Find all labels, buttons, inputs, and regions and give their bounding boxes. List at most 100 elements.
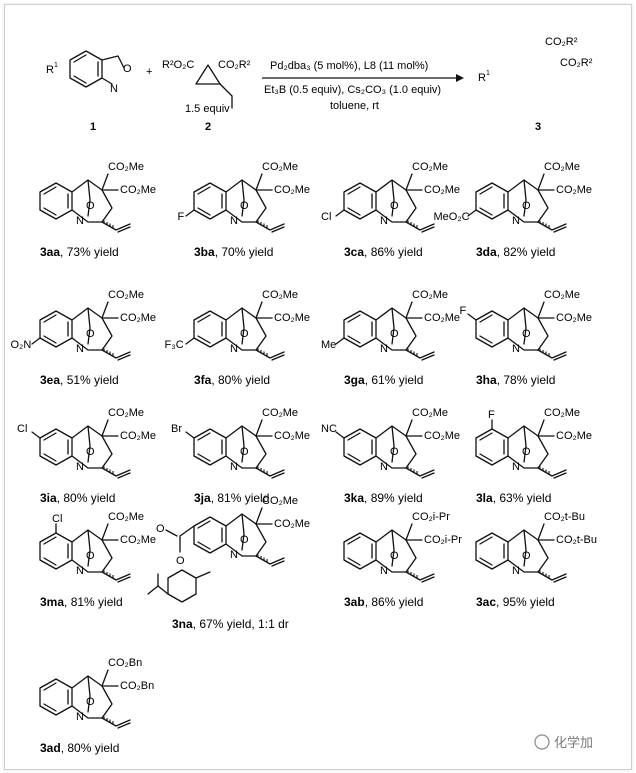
plus-sign: + [146,66,152,78]
ring-nitrogen-3ha: N [512,343,520,355]
substituent-3ba: F [178,211,185,223]
compound-id-3ga: 3ga [344,373,365,387]
ester-2-3ja: CO₂Me [274,430,310,442]
reactant-1-label: 1 [90,121,96,133]
caption-3ba: 3ba, 70% yield [194,245,273,259]
bridge-oxygen-3ea: O [86,328,95,340]
ester-2-3fa: CO₂Me [274,312,310,324]
yield-3ia: , 80% yield [57,491,116,505]
conditions-line-2: Et₃B (0.5 equiv), Cs₂CO₃ (1.0 equiv) [264,84,441,96]
ester-1-3ea: CO₂Me [108,289,144,301]
ester-2-3ga: CO₂Me [424,312,460,324]
ring-nitrogen-3ga: N [380,343,388,355]
ring-nitrogen-3na: N [230,549,238,561]
reactant-2: R²O₂C CO₂R² 1.5 equiv 2 [162,59,251,133]
compound-id-3ia: 3ia [40,491,57,505]
ester-1-3ka: CO₂Me [412,407,448,419]
ester-carbonyl-oxygen-3na: O [156,523,165,535]
bridge-oxygen-3na: O [240,534,249,546]
ester-1-3aa: CO₂Me [108,161,144,173]
reactant-2-equiv: 1.5 equiv [185,103,230,115]
product-label: 3 [535,121,541,133]
ester-2-3ab: CO₂i-Pr [424,534,462,546]
watermark-text: 化学加 [554,735,593,750]
ring-nitrogen-3aa: N [76,215,84,227]
ester-1-3la: CO₂Me [544,407,580,419]
ester-1-3fa: CO₂Me [262,289,298,301]
ester-1-3ac: CO₂t-Bu [544,511,585,523]
bridge-oxygen-3ga: O [390,328,399,340]
compound-id-3da: 3da [476,245,497,259]
ester-oxygen-3na: O [176,555,185,567]
yield-3da: , 82% yield [497,245,556,259]
ester-1-3ia: CO₂Me [108,407,144,419]
yield-3aa: , 73% yield [60,245,119,259]
caption-3ha: 3ha, 78% yield [476,373,555,387]
ester-1-3ab: CO₂i-Pr [412,511,450,523]
caption-3ma: 3ma, 81% yield [40,595,123,609]
yield-3na: , 67% yield, 1:1 dr [193,617,289,631]
compound-id-3ea: 3ea [40,373,60,387]
substituent-3la: F [488,409,495,421]
reactant-2-left-ester: R²O₂C [162,59,194,71]
caption-3la: 3la, 63% yield [476,491,551,505]
substituent-3ga: Me [321,339,336,351]
ester-2-3ha: CO₂Me [556,312,592,324]
caption-3ca: 3ca, 86% yield [344,245,423,259]
bridge-oxygen-3ja: O [240,446,249,458]
ring-nitrogen-3ka: N [380,461,388,473]
bridge-oxygen-3ad: O [86,696,95,708]
yield-3ea: , 51% yield [60,373,119,387]
substituent-3ea: O₂N [11,339,32,351]
yield-3ma: , 81% yield [64,595,123,609]
compound-id-3ka: 3ka [344,491,364,505]
ester-2-3ma: CO₂Me [120,534,156,546]
ring-nitrogen-3la: N [512,461,520,473]
substituent-3da: MeO₂C [434,211,470,223]
ester-2-3ca: CO₂Me [424,184,460,196]
caption-3ia: 3ia, 80% yield [40,491,115,505]
ring-nitrogen-3ab: N [380,565,388,577]
ring-nitrogen-3ac: N [512,565,520,577]
ring-nitrogen-3ja: N [230,461,238,473]
product-ester-2: CO₂R² [560,57,593,69]
substituent-3ia: Cl [17,423,27,435]
ester-1-3ga: CO₂Me [412,289,448,301]
ring-nitrogen-3fa: N [230,343,238,355]
caption-3da: 3da, 82% yield [476,245,555,259]
yield-3ga: , 61% yield [365,373,424,387]
substituent-3ha: F [460,305,467,317]
yield-3ja: , 81% yield [211,491,270,505]
reactant-1-r: R [46,64,54,76]
caption-3ka: 3ka, 89% yield [344,491,423,505]
product-ester-1: CO₂R² [545,36,578,48]
reactant-1: O N R 1 1 [46,50,132,133]
yield-3fa: , 80% yield [211,373,270,387]
compound-id-3ab: 3ab [344,595,365,609]
ring-nitrogen-3ea: N [76,343,84,355]
bridge-oxygen-3ac: O [522,550,531,562]
ester-2-3ka: CO₂Me [424,430,460,442]
ester-2-3la: CO₂Me [556,430,592,442]
product-3: CO₂R² CO₂R² R 1 3 [478,36,593,133]
ester-1-3ad: CO₂Bn [108,657,142,669]
reactant-1-n: N [110,83,118,95]
compound-id-3ca: 3ca [344,245,364,259]
caption-3fa: 3fa, 80% yield [194,373,270,387]
caption-3aa: 3aa, 73% yield [40,245,119,259]
yield-3ad: , 80% yield [61,741,120,755]
wechat-icon [534,734,550,750]
reactant-1-r-sup: 1 [54,62,58,69]
product-r-sup: 1 [486,70,490,77]
watermark: 化学加 [534,734,593,750]
compound-id-3ja: 3ja [194,491,211,505]
